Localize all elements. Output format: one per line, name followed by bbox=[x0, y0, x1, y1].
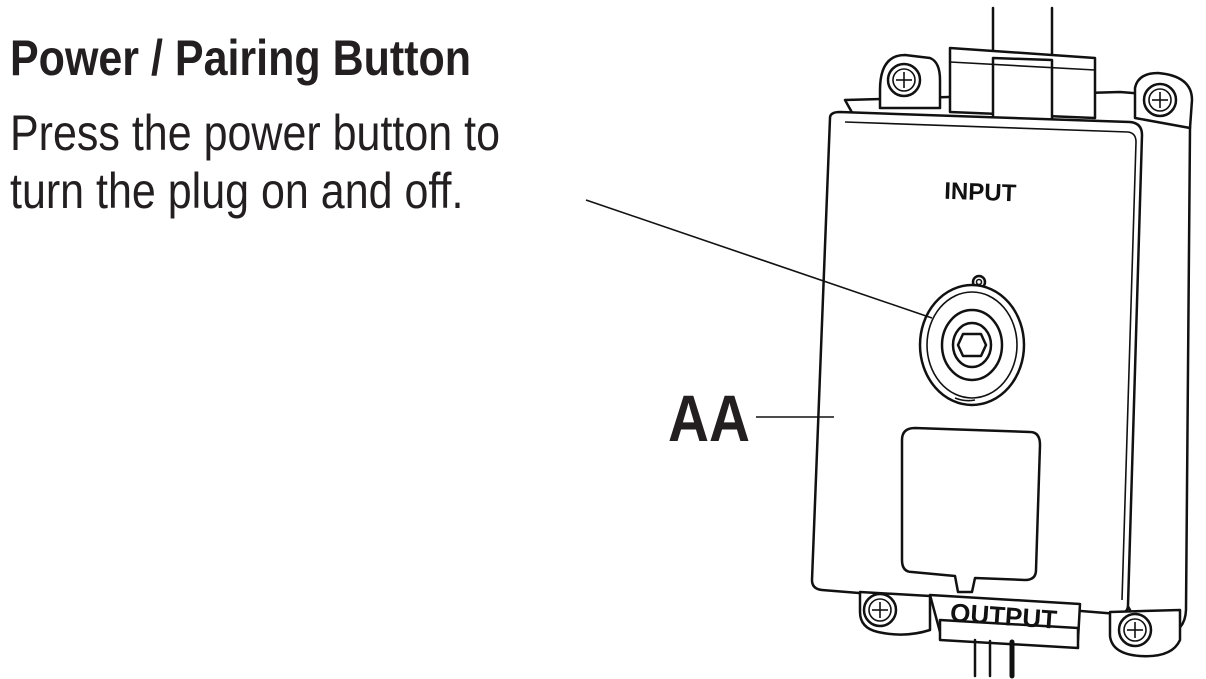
bottom-left-screw bbox=[858, 590, 932, 636]
output-cable-gland bbox=[928, 593, 1082, 679]
bottom-right-screw bbox=[1108, 608, 1182, 658]
instruction-line-1: Press the power button to bbox=[10, 105, 501, 161]
input-cable bbox=[991, 6, 1054, 60]
port-cover-flap bbox=[900, 426, 1042, 594]
input-label: INPUT bbox=[944, 178, 1017, 208]
callout-label-aa: AA bbox=[668, 381, 750, 455]
instruction-line-2: turn the plug on and off. bbox=[10, 163, 464, 219]
output-label: OUTPUT bbox=[949, 597, 1058, 634]
top-left-screw bbox=[878, 53, 942, 110]
input-cable-gland bbox=[948, 46, 1097, 122]
diagram-title: Power / Pairing Button bbox=[10, 30, 472, 86]
power-button-leader-line bbox=[585, 199, 933, 319]
power-button-icon[interactable] bbox=[918, 283, 1026, 407]
top-right-screw bbox=[1133, 71, 1194, 130]
